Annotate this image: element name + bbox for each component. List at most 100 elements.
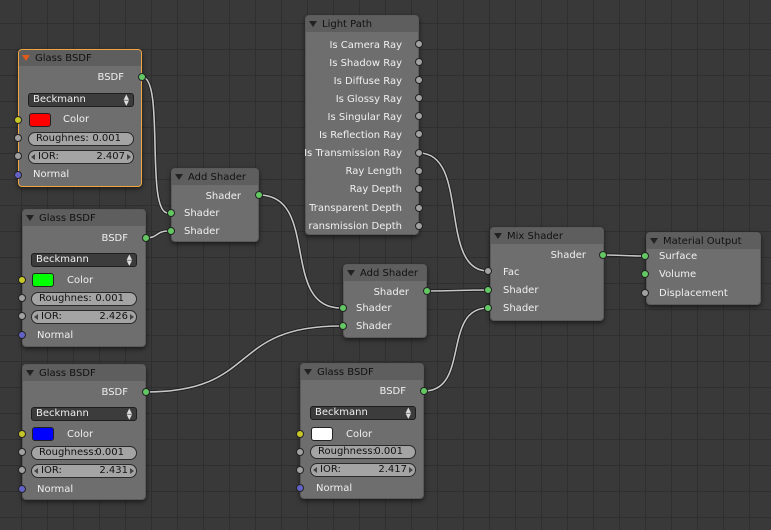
surface-input-socket[interactable] xyxy=(641,252,649,260)
node-header[interactable]: Glass BSDF xyxy=(19,50,141,66)
node-header[interactable]: Glass BSDF xyxy=(301,364,423,380)
roughness-slider[interactable]: Roughness:0.001 xyxy=(31,446,137,460)
normal-input-socket[interactable] xyxy=(18,331,26,339)
increment-arrow-icon[interactable] xyxy=(130,468,134,474)
ray-depth-socket[interactable] xyxy=(415,185,423,193)
ior-input-socket[interactable] xyxy=(14,152,22,160)
color-swatch[interactable] xyxy=(32,273,54,287)
bsdf-output-socket[interactable] xyxy=(142,388,150,396)
collapse-arrow-icon[interactable] xyxy=(650,238,658,244)
node-header[interactable]: Mix Shader xyxy=(491,228,603,244)
ior-slider[interactable]: IOR:2.426 xyxy=(31,310,137,324)
color-input-socket[interactable] xyxy=(18,430,26,438)
decrement-arrow-icon[interactable] xyxy=(34,468,38,474)
is-reflection-ray-socket[interactable] xyxy=(415,130,423,138)
mix-shader-node[interactable]: Mix Shader Shader Fac Shader Shader xyxy=(490,227,604,321)
bsdf-output-socket[interactable] xyxy=(138,73,146,81)
is-shadow-ray-socket[interactable] xyxy=(415,58,423,66)
light-path-node[interactable]: Light Path Is Camera Ray Is Shadow Ray I… xyxy=(304,15,419,235)
distribution-dropdown[interactable]: Beckmann▲▼ xyxy=(310,406,416,420)
shader-output-socket[interactable] xyxy=(255,191,263,199)
color-swatch[interactable] xyxy=(29,113,51,127)
ior-slider[interactable]: IOR:2.431 xyxy=(31,464,137,478)
ior-slider[interactable]: IOR:2.417 xyxy=(310,463,416,477)
collapse-arrow-icon[interactable] xyxy=(309,21,317,27)
shader-input-socket-1[interactable] xyxy=(339,304,347,312)
link-glass-red-to-add1 xyxy=(141,76,169,214)
transmission-depth-socket[interactable] xyxy=(415,222,423,230)
ior-input-socket[interactable] xyxy=(296,466,304,474)
increment-arrow-icon[interactable] xyxy=(409,467,413,473)
color-input-socket[interactable] xyxy=(14,116,22,124)
color-input-socket[interactable] xyxy=(296,430,304,438)
color-input-socket[interactable] xyxy=(18,276,26,284)
add-shader-node-1[interactable]: Add Shader Shader Shader Shader xyxy=(171,168,259,242)
shader-input-socket-1[interactable] xyxy=(167,209,175,217)
node-header[interactable]: Glass BSDF xyxy=(23,365,145,381)
shader-input-socket-2[interactable] xyxy=(339,322,347,330)
collapse-arrow-icon[interactable] xyxy=(347,270,355,276)
glass-bsdf-node-green[interactable]: Glass BSDF BSDF Beckmann▲▼ Color Roughne… xyxy=(22,209,146,347)
is-singular-ray-socket[interactable] xyxy=(415,112,423,120)
add-shader-node-2[interactable]: Add Shader Shader Shader Shader xyxy=(343,264,427,338)
normal-input-socket[interactable] xyxy=(296,484,304,492)
distribution-dropdown[interactable]: Beckmann▲▼ xyxy=(31,253,137,267)
node-header[interactable]: Material Output xyxy=(647,233,760,249)
node-header[interactable]: Add Shader xyxy=(344,265,426,281)
shader-input-socket-2[interactable] xyxy=(484,304,492,312)
collapse-arrow-icon[interactable] xyxy=(26,370,34,376)
roughness-input-socket[interactable] xyxy=(18,448,26,456)
displacement-input-socket[interactable] xyxy=(641,289,649,297)
shader-input-socket-2[interactable] xyxy=(167,227,175,235)
roughness-input-socket[interactable] xyxy=(296,448,304,456)
roughness-input-socket[interactable] xyxy=(18,294,26,302)
shader-input-socket-1[interactable] xyxy=(484,286,492,294)
roughness-slider[interactable]: Roughnes:0.001 xyxy=(28,132,134,146)
roughness-slider[interactable]: Roughness:0.001 xyxy=(310,445,416,459)
node-header[interactable]: Glass BSDF xyxy=(23,210,145,226)
increment-arrow-icon[interactable] xyxy=(127,154,131,160)
is-glossy-ray-socket[interactable] xyxy=(415,94,423,102)
distribution-dropdown[interactable]: Beckmann▲▼ xyxy=(28,93,134,107)
is-diffuse-ray-socket[interactable] xyxy=(415,76,423,84)
ior-value: 2.417 xyxy=(378,464,407,475)
volume-input-socket[interactable] xyxy=(641,270,649,278)
ior-input-socket[interactable] xyxy=(18,312,26,320)
collapse-arrow-icon[interactable] xyxy=(494,233,502,239)
normal-label: Normal xyxy=(33,169,70,180)
decrement-arrow-icon[interactable] xyxy=(31,154,35,160)
normal-input-socket[interactable] xyxy=(18,485,26,493)
transparent-depth-socket[interactable] xyxy=(415,204,423,212)
color-swatch[interactable] xyxy=(32,427,54,441)
ior-value: 2.426 xyxy=(99,311,128,322)
bsdf-output-socket[interactable] xyxy=(420,387,428,395)
decrement-arrow-icon[interactable] xyxy=(313,467,317,473)
ray-length-socket[interactable] xyxy=(415,167,423,175)
node-header[interactable]: Light Path xyxy=(306,16,418,32)
node-header[interactable]: Add Shader xyxy=(172,169,258,185)
roughness-slider[interactable]: Roughnes:0.001 xyxy=(31,292,137,306)
glass-bsdf-node-red[interactable]: Glass BSDF BSDF Beckmann▲▼ Color Roughne… xyxy=(18,49,142,187)
collapse-arrow-icon[interactable] xyxy=(175,174,183,180)
ior-input-socket[interactable] xyxy=(18,466,26,474)
is-camera-ray-socket[interactable] xyxy=(415,40,423,48)
distribution-dropdown[interactable]: Beckmann▲▼ xyxy=(31,407,137,421)
glass-bsdf-node-blue[interactable]: Glass BSDF BSDF Beckmann▲▼ Color Roughne… xyxy=(22,364,146,500)
material-output-node[interactable]: Material Output Surface Volume Displacem… xyxy=(646,232,761,305)
color-swatch[interactable] xyxy=(311,427,333,441)
bsdf-output-socket[interactable] xyxy=(142,234,150,242)
collapse-arrow-icon[interactable] xyxy=(304,369,312,375)
glass-bsdf-node-white[interactable]: Glass BSDF BSDF Beckmann▲▼ Color Roughne… xyxy=(300,363,424,499)
shader-output-socket[interactable] xyxy=(423,287,431,295)
ior-slider[interactable]: IOR:2.407 xyxy=(28,150,134,164)
roughness-input-socket[interactable] xyxy=(14,134,22,142)
node-title: Glass BSDF xyxy=(317,366,374,378)
collapse-arrow-icon[interactable] xyxy=(22,55,30,61)
fac-input-socket[interactable] xyxy=(484,267,492,275)
is-transmission-ray-socket[interactable] xyxy=(415,149,423,157)
collapse-arrow-icon[interactable] xyxy=(26,215,34,221)
normal-input-socket[interactable] xyxy=(14,171,22,179)
increment-arrow-icon[interactable] xyxy=(130,314,134,320)
decrement-arrow-icon[interactable] xyxy=(34,314,38,320)
shader-output-socket[interactable] xyxy=(599,251,607,259)
